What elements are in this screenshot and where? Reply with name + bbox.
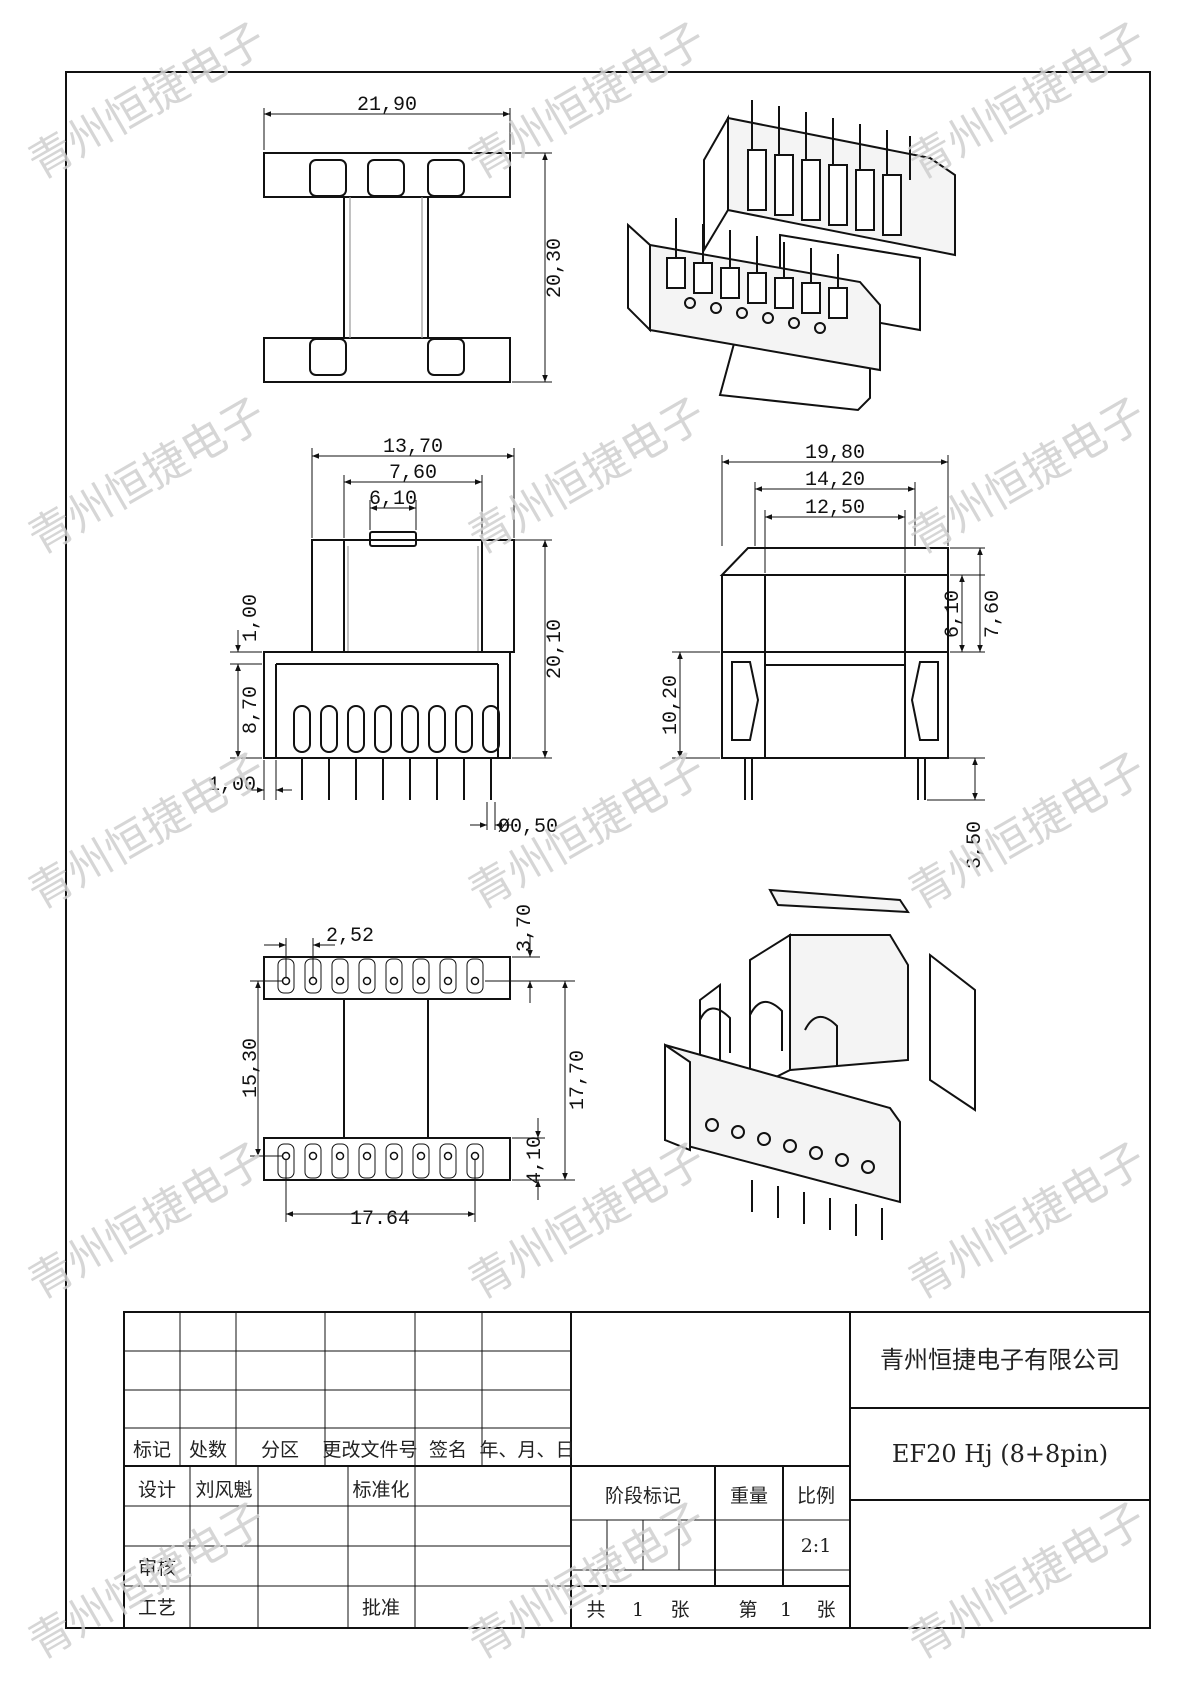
rev-header-mark: 标记 — [133, 1439, 171, 1461]
sheet-no: 1 — [780, 1599, 792, 1621]
watermark: 青州恒捷电子 — [20, 1493, 274, 1669]
dim-bottom-6: 17.64 — [350, 1208, 410, 1231]
review-label: 审核 — [138, 1557, 176, 1579]
dim-front-1: 13,70 — [383, 436, 443, 459]
top-view: 21,90 20,30 — [263, 94, 567, 383]
watermark: 青州恒捷电子 — [460, 1133, 714, 1309]
watermark: 青州恒捷电子 — [900, 1493, 1154, 1669]
watermark: 青州恒捷电子 — [900, 1133, 1154, 1309]
bottom-view: 2,52 3,70 15,30 17,70 4,10 17.64 — [240, 904, 590, 1231]
title-block: 标记 处数 分区 更改文件号 签名 年、月、日 设计 刘风魁 标准化 审核 工艺… — [123, 1311, 1151, 1629]
company-name: 青州恒捷电子有限公司 — [880, 1346, 1120, 1374]
dim-front-5: 1,00 — [240, 594, 263, 642]
approve-label: 批准 — [362, 1597, 400, 1619]
rev-header-sign: 签名 — [429, 1439, 467, 1461]
dim-front-2: 7,60 — [389, 462, 437, 485]
dim-front-4: 20,10 — [544, 619, 567, 679]
scale-value: 2:1 — [801, 1535, 832, 1557]
dim-front-7: 1,00 — [208, 774, 256, 797]
dim-bottom-2: 3,70 — [514, 904, 537, 952]
dim-side-7: 3,50 — [964, 821, 987, 869]
top-flange-lower — [263, 337, 511, 383]
sheets-total-label: 共 — [586, 1599, 605, 1621]
dim-top-height: 20,30 — [544, 238, 567, 298]
dim-front-6: 8,70 — [240, 686, 263, 734]
dim-side-4: 6,10 — [942, 590, 965, 638]
watermark: 青州恒捷电子 — [20, 388, 274, 564]
dim-bottom-5: 4,10 — [524, 1136, 547, 1184]
watermark: 青州恒捷电子 — [900, 13, 1154, 189]
watermark: 青州恒捷电子 — [460, 388, 714, 564]
dim-front-3: 6,10 — [369, 488, 417, 511]
designer-name: 刘风魁 — [195, 1479, 252, 1501]
dim-bottom-1: 2,52 — [326, 925, 374, 948]
dim-bottom-4: 17,70 — [567, 1050, 590, 1110]
sheet-no-unit: 张 — [816, 1599, 835, 1621]
weight-label: 重量 — [730, 1485, 768, 1507]
watermark: 青州恒捷电子 — [900, 743, 1154, 919]
dim-side-1: 19,80 — [805, 442, 865, 465]
front-view: 13,70 7,60 6,10 20,10 1,00 8,70 1,00 — [208, 436, 567, 839]
dim-front-8: Ø0,50 — [498, 816, 558, 839]
iso-view-upper — [627, 100, 956, 412]
dim-side-3: 12,50 — [805, 497, 865, 520]
dim-side-5: 7,60 — [982, 590, 1005, 638]
sheets-total-unit: 张 — [670, 1599, 689, 1621]
side-view: 19,80 14,20 12,50 6,10 7,60 10,20 3,50 — [660, 442, 1005, 869]
process-label: 工艺 — [138, 1597, 176, 1619]
dim-top-width: 21,90 — [357, 94, 417, 117]
watermark: 青州恒捷电子 — [20, 13, 274, 189]
part-number: EF20 Hj (8+8pin) — [892, 1440, 1108, 1468]
scale-label: 比例 — [797, 1485, 835, 1507]
dim-bottom-3: 15,30 — [240, 1038, 263, 1098]
iso-view-lower — [664, 888, 976, 1240]
rev-header-zone: 分区 — [261, 1439, 299, 1461]
rev-header-date: 年、月、日 — [479, 1439, 574, 1461]
rev-header-doc: 更改文件号 — [322, 1439, 417, 1461]
watermark: 青州恒捷电子 — [20, 743, 274, 919]
watermark: 青州恒捷电子 — [20, 1133, 274, 1309]
dim-side-6: 10,20 — [660, 675, 683, 735]
sheets-total: 1 — [632, 1599, 644, 1621]
sheet-no-label: 第 — [738, 1599, 757, 1621]
designer-label: 设计 — [138, 1479, 176, 1501]
rev-header-count: 处数 — [189, 1439, 227, 1461]
watermark: 青州恒捷电子 — [900, 388, 1154, 564]
watermark: 青州恒捷电子 — [460, 13, 714, 189]
stage-label: 阶段标记 — [605, 1485, 681, 1507]
dim-side-2: 14,20 — [805, 469, 865, 492]
watermarks: 青州恒捷电子 青州恒捷电子 青州恒捷电子 青州恒捷电子 青州恒捷电子 青州恒捷电… — [20, 13, 1154, 1669]
standardization-label: 标准化 — [352, 1479, 409, 1501]
